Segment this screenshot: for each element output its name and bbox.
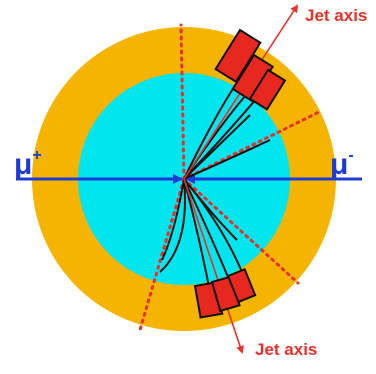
calo-block [248, 68, 287, 111]
jet-axis-top-label: Jet axis [305, 6, 368, 25]
mu-plus-sign: + [32, 147, 42, 164]
track [183, 114, 251, 180]
track [183, 139, 271, 180]
mu-minus-symbol: μ [330, 148, 349, 181]
calo-block [214, 28, 262, 84]
track [183, 178, 211, 293]
track [183, 178, 238, 241]
lower-calorimeter-deposits [193, 267, 257, 319]
dotted-line-lower-right [182, 177, 300, 285]
jet-axis-bottom-label: Jet axis [255, 340, 318, 359]
dotted-cone-lines [138, 23, 323, 332]
mu-minus-sign: - [348, 147, 354, 164]
upper-calorimeter-deposits [214, 28, 287, 111]
jet-axis-bottom-arrow [183, 178, 244, 354]
track [159, 178, 186, 273]
dotted-line-top [179, 23, 186, 181]
lower-jet-tracks [159, 178, 243, 293]
calo-block [226, 267, 257, 304]
mu-plus-symbol: μ [14, 148, 33, 181]
mu-plus-label: μ+ [14, 147, 42, 181]
dotted-line-lower-left [138, 177, 186, 332]
track [183, 178, 231, 283]
dotted-line-upper-right [182, 109, 323, 181]
track [161, 178, 185, 261]
mu-minus-label: μ- [330, 147, 354, 181]
